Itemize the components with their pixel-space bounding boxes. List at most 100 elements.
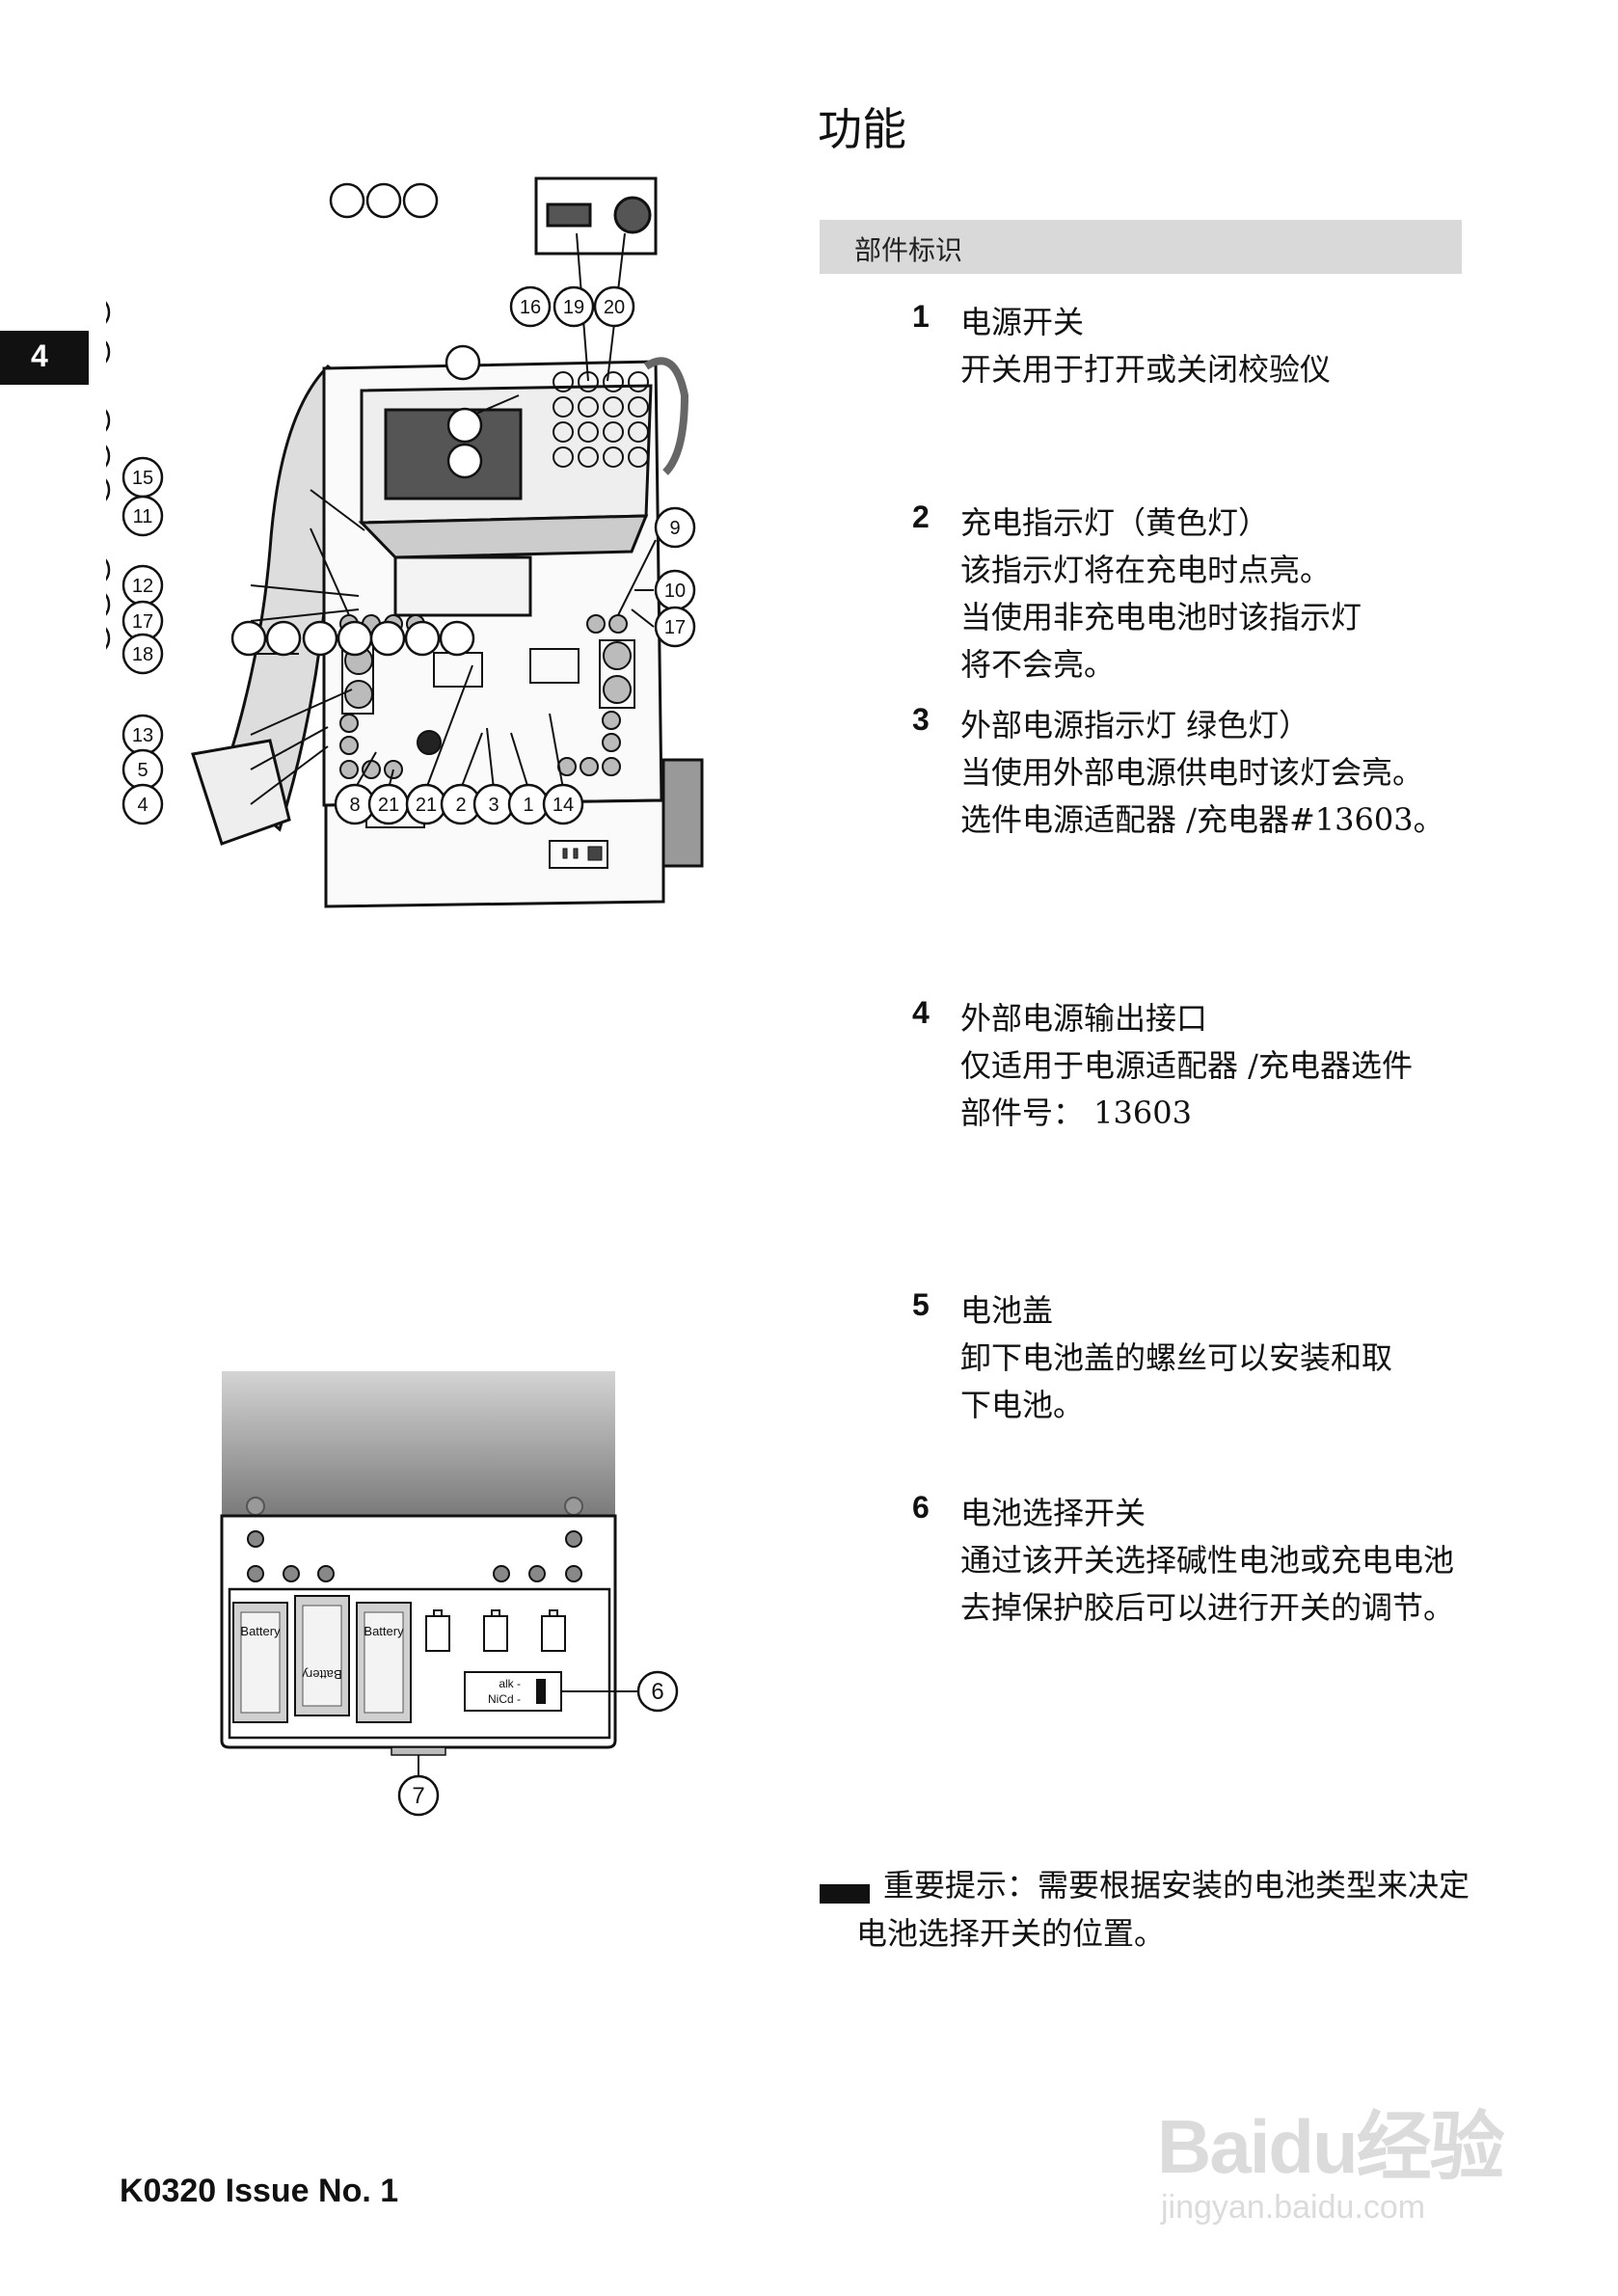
note-line-2: 电池选择开关的位置。 — [856, 1915, 1166, 1952]
callout-3-label: 3 — [488, 795, 499, 816]
note-line-1: 重要提示：需要根据安装的电池类型来决定 — [883, 1867, 1470, 1904]
item-text: 卸下电池盖的螺丝可以安装和取 — [960, 1339, 1393, 1376]
battery-2: Battery — [294, 1595, 350, 1716]
callout-18 — [121, 633, 164, 675]
display-bracket — [393, 555, 532, 617]
charge-led — [562, 848, 568, 859]
callout-17-right — [654, 606, 696, 648]
battery-tray — [228, 1587, 611, 1740]
item-text: 当使用非充电电池时该指示灯 — [960, 599, 1362, 635]
callout-9 — [654, 506, 696, 549]
lid-screw-right — [564, 1497, 583, 1516]
callout-15-label: 15 — [132, 468, 153, 489]
callout-16 — [509, 285, 552, 328]
compartment-screws — [247, 1530, 582, 1582]
item-heading: 电池盖 — [960, 1292, 1054, 1329]
battery-3: Battery — [356, 1602, 412, 1723]
watermark-url: jingyan.baidu.com — [1161, 2189, 1426, 2226]
port-frame-right — [599, 639, 635, 709]
callout-16-label: 16 — [520, 297, 541, 318]
callout-14 — [542, 783, 584, 825]
battery-compartment-diagram: Battery Battery Battery alk - NiCd - 6 7 — [220, 1371, 679, 1817]
page-title: 功能 — [818, 103, 906, 155]
callout-7 — [397, 1774, 440, 1817]
callout-circles — [106, 182, 483, 657]
device-handle — [643, 357, 689, 475]
side-card — [661, 758, 704, 868]
cover-tab — [391, 1746, 446, 1756]
switch-panel — [549, 840, 608, 869]
baidu-watermark: Baidu经验 jingyan.baidu.com — [1119, 2054, 1543, 2247]
callout-20-label: 20 — [604, 297, 625, 318]
external-power-led — [573, 848, 579, 859]
inset-box — [534, 176, 658, 256]
callout-6 — [636, 1670, 679, 1713]
lid-screw-left — [246, 1497, 265, 1516]
item-heading: 电源开关 — [960, 304, 1085, 340]
strap-buckle — [191, 739, 291, 846]
callout-20 — [593, 285, 635, 328]
callout-8-label: 8 — [349, 795, 360, 816]
callout-10-label: 10 — [664, 581, 686, 602]
battery-1-label: Battery — [240, 1624, 281, 1638]
callout-4 — [121, 783, 164, 825]
keypad — [553, 371, 649, 468]
battery-1: Battery — [232, 1602, 288, 1723]
item-text: 选件电源适配器 /充电器#13603。 — [960, 801, 1444, 838]
battery-select-switch: alk - NiCd - — [464, 1671, 562, 1712]
device-front-callouts: 16 19 20 15 11 9 12 10 17 17 18 13 5 4 8… — [121, 285, 696, 825]
callout-19 — [553, 285, 595, 328]
display-shelf — [358, 514, 649, 559]
callout-18-label: 18 — [132, 644, 153, 665]
callout-6-label: 6 — [651, 1679, 663, 1705]
item-text: 去掉保护胶后可以进行开关的调节。 — [960, 1589, 1455, 1626]
item-text: 将不会亮。 — [960, 646, 1116, 683]
battery-2-label: Battery — [302, 1667, 342, 1682]
item-number: 2 — [912, 500, 930, 534]
item-text: 开关用于打开或关闭校验仪 — [960, 351, 1332, 388]
callout-9-label: 9 — [669, 518, 680, 539]
callout-17-right-label: 17 — [664, 617, 686, 638]
callout-13-label: 13 — [132, 725, 153, 746]
watermark-logo: Baidu经验 — [1157, 2104, 1505, 2189]
document-footer: K0320 Issue No. 1 — [120, 2173, 399, 2209]
item-heading: 充电指示灯（黄色灯） — [960, 504, 1270, 541]
callout-2-label: 2 — [455, 795, 466, 816]
label-window-right — [529, 648, 580, 684]
callout-19-label: 19 — [563, 297, 584, 318]
empty-battery-slots — [425, 1609, 566, 1652]
section-header-label: 部件标识 — [854, 234, 963, 266]
callout-1-label: 1 — [523, 795, 533, 816]
callout-5-label: 5 — [137, 760, 148, 781]
chapter-tab-number: 4 — [31, 338, 48, 373]
switch-label-nicd: NiCd - — [488, 1692, 521, 1706]
item-text: 仅适用于电源适配器 /充电器选件 — [960, 1047, 1413, 1084]
callout-21-a-label: 21 — [378, 795, 399, 816]
item-number: 3 — [912, 702, 930, 737]
battery-3-label: Battery — [364, 1624, 404, 1638]
callout-17-left-label: 17 — [132, 611, 153, 633]
item-number: 5 — [912, 1287, 930, 1322]
item-number: 1 — [912, 299, 930, 334]
callout-11-label: 11 — [133, 506, 153, 527]
item-text: 通过该开关选择碱性电池或充电电池 — [960, 1542, 1455, 1579]
battery-cover-lid — [222, 1371, 615, 1516]
callout-4-label: 4 — [137, 795, 148, 816]
item-heading: 外部电源输出接口 — [960, 1000, 1208, 1037]
section-header-bar: 部件标识 — [820, 220, 1462, 274]
item-text: 部件号： 13603 — [960, 1094, 1192, 1131]
callout-7-label: 7 — [412, 1783, 424, 1809]
callout-11 — [121, 495, 164, 537]
callout-12-label: 12 — [132, 576, 153, 597]
item-number: 4 — [912, 995, 930, 1030]
chapter-tab: 4 — [0, 331, 89, 385]
item-text: 该指示灯将在充电时点亮。 — [960, 552, 1332, 588]
callout-14-label: 14 — [553, 795, 574, 816]
item-text: 当使用外部电源供电时该灯会亮。 — [960, 754, 1424, 791]
inset-round-indicator — [613, 196, 652, 234]
item-heading: 外部电源指示灯 绿色灯） — [960, 707, 1310, 743]
note-marker — [820, 1884, 870, 1904]
inset-rect-indicator — [546, 203, 592, 228]
item-number: 6 — [912, 1490, 930, 1525]
power-switch — [587, 846, 603, 861]
